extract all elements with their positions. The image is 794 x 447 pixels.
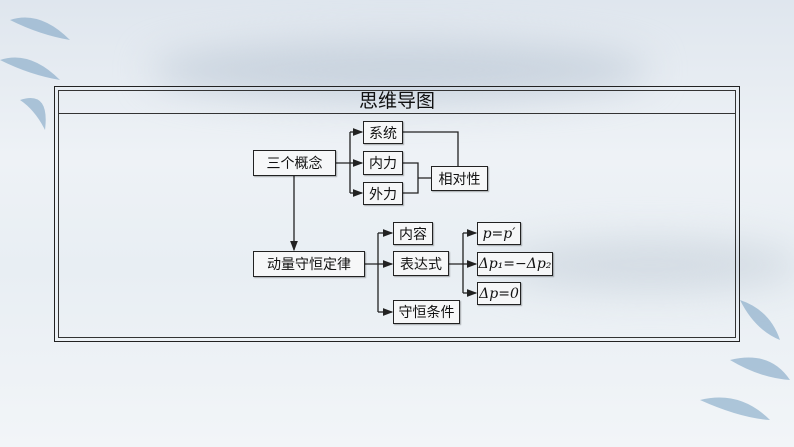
diagram-frame-inner <box>58 90 736 338</box>
node-formula-delta-p: Δp₁=−Δp₂ <box>477 252 553 276</box>
node-formula-delta-zero: Δp=0 <box>477 282 521 305</box>
diagram-frame <box>54 86 740 342</box>
node-internal-force: 内力 <box>363 151 403 175</box>
node-relativity: 相对性 <box>431 166 488 191</box>
node-content: 内容 <box>393 222 433 245</box>
node-conditions: 守恒条件 <box>393 300 460 324</box>
node-formula-p-equals: p=p′ <box>477 222 521 245</box>
node-external-force: 外力 <box>363 182 403 205</box>
node-three-concepts: 三个概念 <box>253 150 336 176</box>
diagram-title: 思维导图 <box>58 90 736 114</box>
node-momentum-law: 动量守恒定律 <box>253 251 365 277</box>
node-expression: 表达式 <box>393 251 449 276</box>
node-system: 系统 <box>363 121 403 144</box>
